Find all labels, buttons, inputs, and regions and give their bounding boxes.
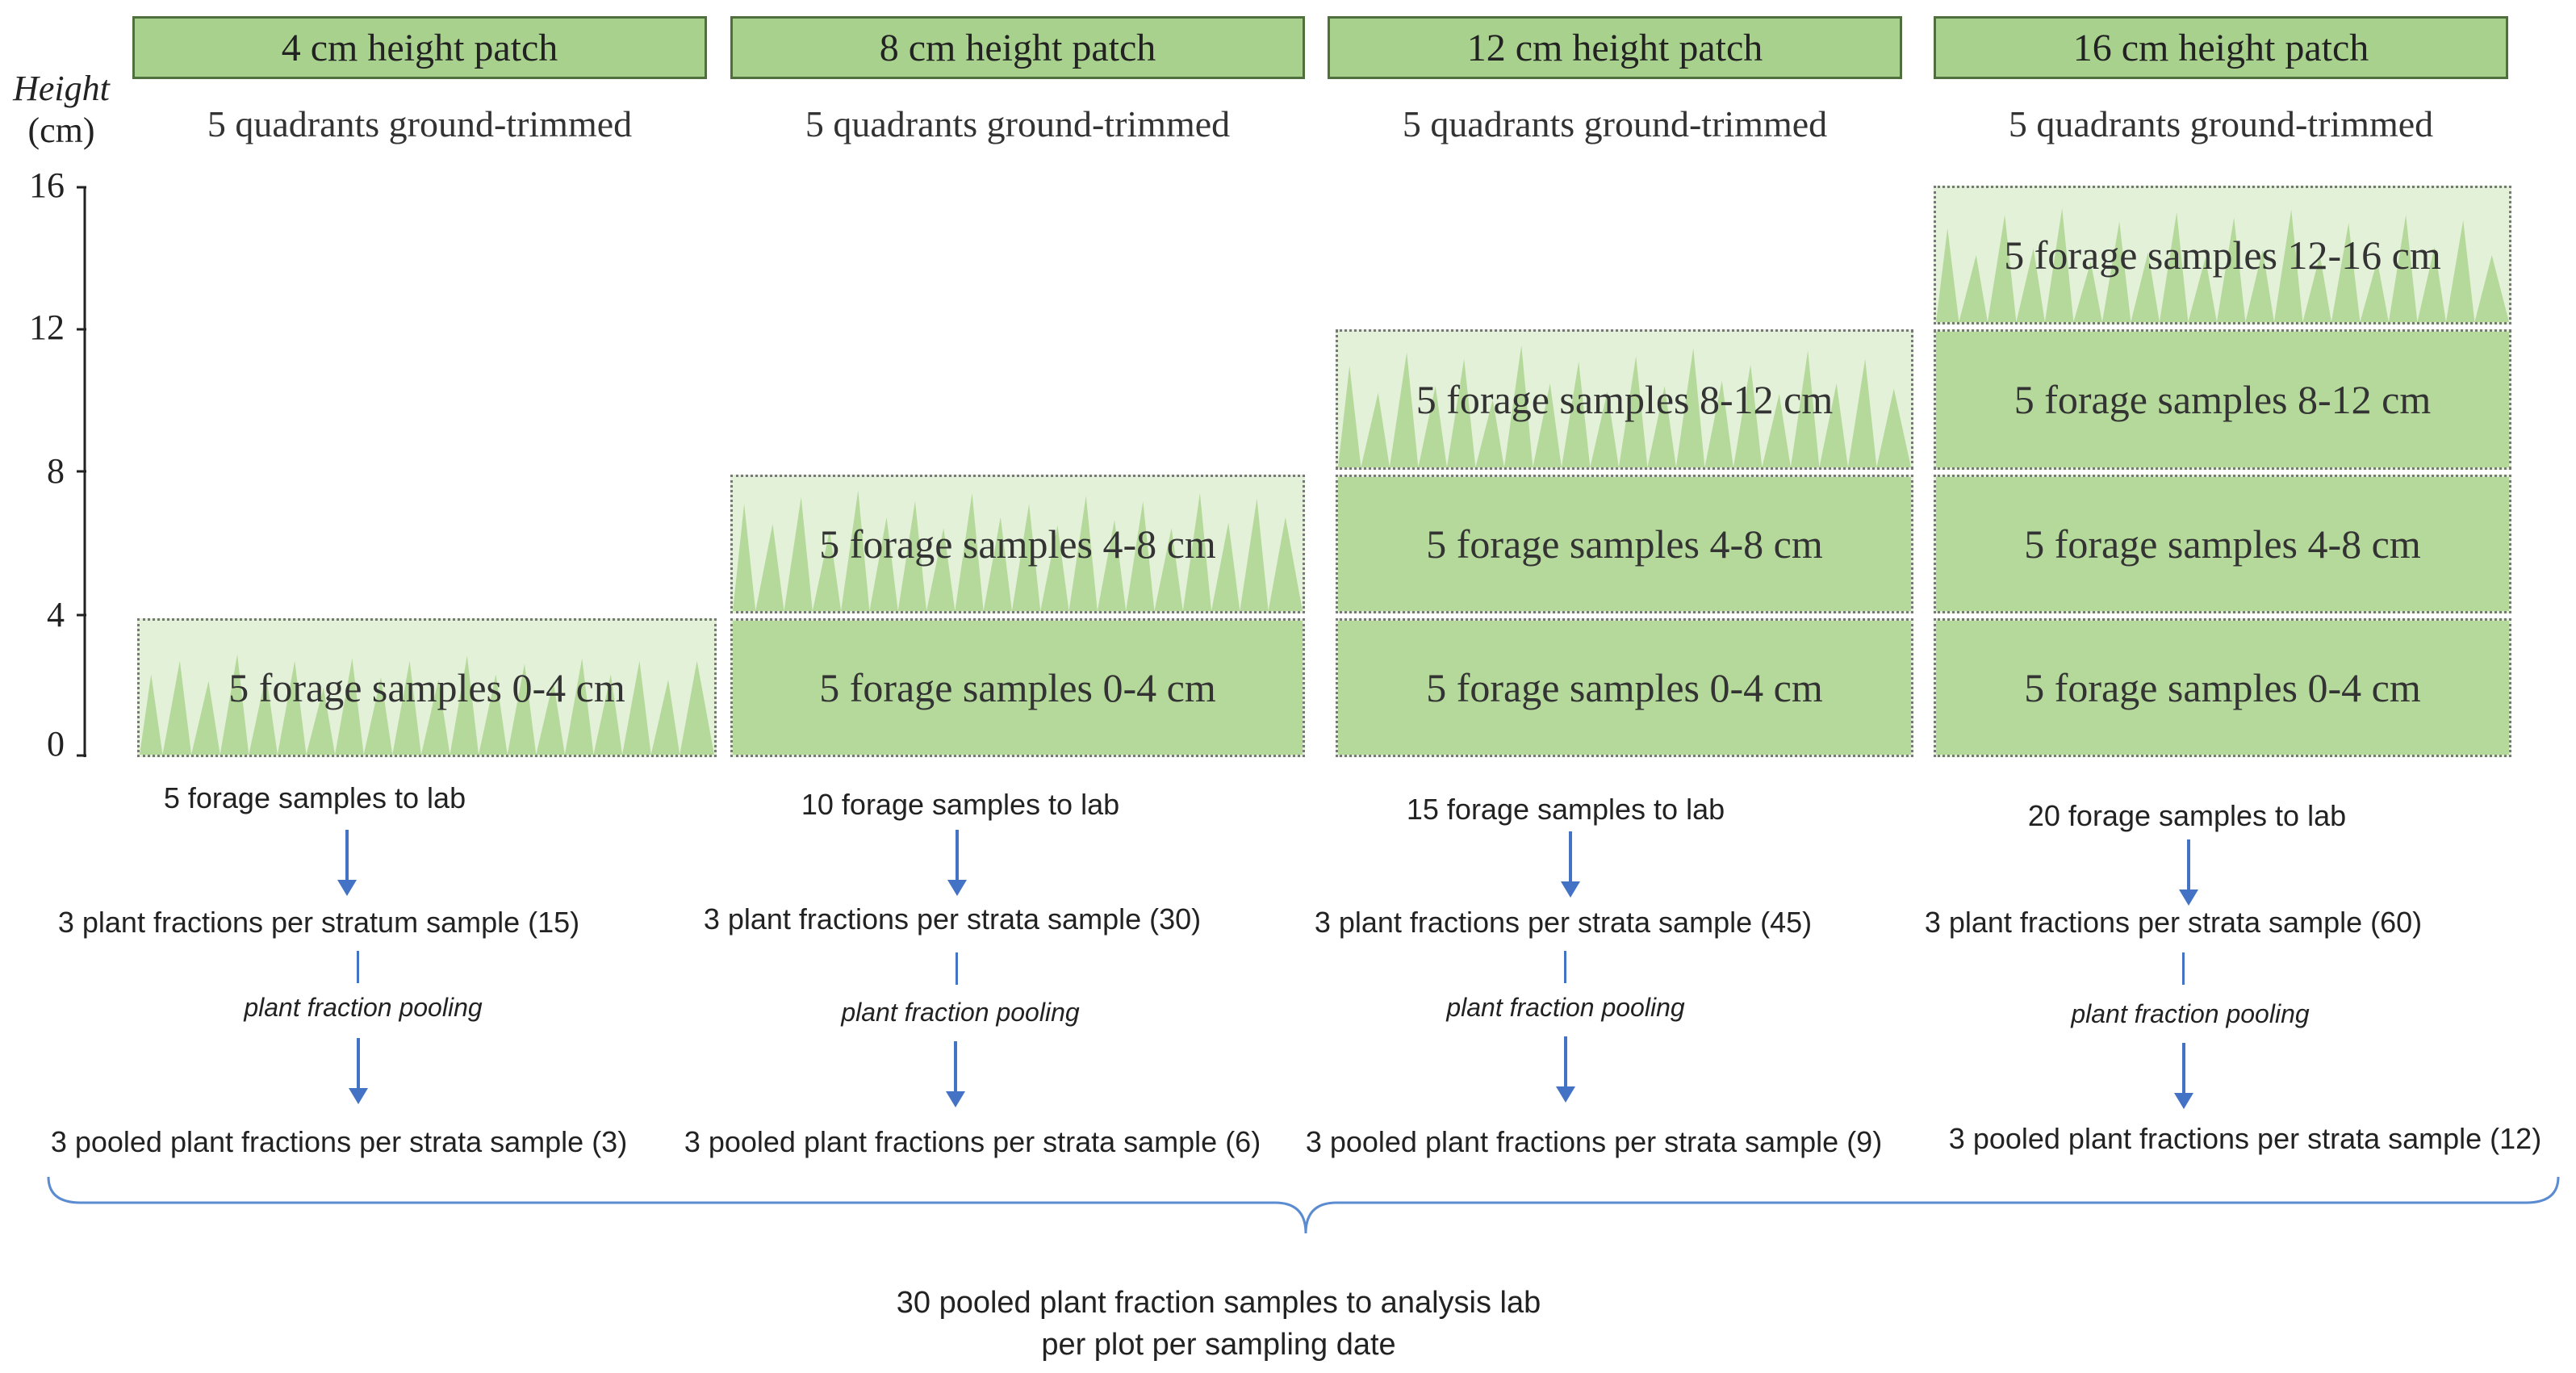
summary-line-1: 30 pooled plant fraction samples to anal… bbox=[896, 1286, 1541, 1320]
pooling-label-8cm: plant fraction pooling bbox=[841, 998, 1080, 1027]
tick-label-16: 16 bbox=[29, 165, 65, 205]
summary-brace bbox=[47, 1176, 2560, 1234]
axis-title: Height (cm) bbox=[5, 68, 118, 152]
stratum-box-12cm-4-8: 5 forage samples 4-8 cm bbox=[1336, 475, 1913, 613]
stratum-box-4cm-0-4: 5 forage samples 0-4 cm bbox=[137, 618, 717, 757]
tick-label-12: 12 bbox=[29, 308, 65, 347]
height-axis bbox=[77, 186, 86, 757]
stratum-box-12cm-8-12: 5 forage samples 8-12 cm bbox=[1336, 329, 1913, 470]
quadrants-label-12cm: 5 quadrants ground-trimmed bbox=[1402, 103, 1828, 144]
header-patch-8cm: 8 cm height patch bbox=[730, 16, 1305, 79]
arrow-down-icon bbox=[946, 1041, 965, 1107]
pooled-16cm: 3 pooled plant fractions per strata samp… bbox=[1948, 1122, 2542, 1155]
stratum-box-16cm-4-8: 5 forage samples 4-8 cm bbox=[1934, 475, 2511, 613]
pooling-label-16cm: plant fraction pooling bbox=[2071, 999, 2310, 1028]
tick-label-4: 4 bbox=[47, 595, 65, 634]
stratum-box-8cm-4-8: 5 forage samples 4-8 cm bbox=[730, 475, 1305, 613]
stratum-box-12cm-0-4: 5 forage samples 0-4 cm bbox=[1336, 618, 1913, 757]
header-patch-16cm: 16 cm height patch bbox=[1934, 16, 2508, 79]
grass-texture bbox=[733, 621, 1303, 755]
header-patch-4cm: 4 cm height patch bbox=[132, 16, 707, 79]
stratum-label: 5 forage samples 8-12 cm bbox=[2014, 377, 2432, 422]
to-lab-8cm: 10 forage samples to lab bbox=[801, 788, 1120, 821]
pooling-label-4cm: plant fraction pooling bbox=[244, 993, 483, 1022]
tick-label-8: 8 bbox=[47, 451, 65, 491]
grass-texture bbox=[1338, 477, 1911, 611]
stratum-label: 5 forage samples 4-8 cm bbox=[2024, 521, 2421, 567]
arrow-down-icon bbox=[1561, 831, 1580, 898]
axis-title-height: Height bbox=[13, 69, 110, 108]
fractions-12cm: 3 plant fractions per strata sample (45) bbox=[1314, 906, 1813, 939]
grass-texture bbox=[1936, 621, 2509, 755]
to-lab-16cm: 20 forage samples to lab bbox=[2027, 799, 2347, 832]
tick-label-0: 0 bbox=[47, 724, 65, 764]
to-lab-12cm: 15 forage samples to lab bbox=[1406, 793, 1725, 826]
summary-text: 30 pooled plant fraction samples to anal… bbox=[734, 1282, 1703, 1366]
stratum-label: 5 forage samples 0-4 cm bbox=[819, 665, 1216, 710]
connector-line bbox=[2182, 952, 2185, 985]
grass-texture bbox=[1936, 207, 2509, 322]
header-patch-12cm: 12 cm height patch bbox=[1328, 16, 1902, 79]
stratum-label: 5 forage samples 4-8 cm bbox=[1426, 521, 1823, 567]
stratum-box-8cm-0-4: 5 forage samples 0-4 cm bbox=[730, 618, 1305, 757]
connector-line bbox=[1564, 951, 1566, 983]
connector-line bbox=[956, 952, 958, 985]
stratum-box-16cm-8-12: 5 forage samples 8-12 cm bbox=[1934, 329, 2511, 470]
stratum-label: 5 forage samples 0-4 cm bbox=[2024, 665, 2421, 710]
pooled-4cm: 3 pooled plant fractions per strata samp… bbox=[50, 1125, 628, 1158]
stratum-label: 5 forage samples 4-8 cm bbox=[819, 521, 1216, 567]
quadrants-label-16cm: 5 quadrants ground-trimmed bbox=[2008, 103, 2434, 144]
stratum-label: 5 forage samples 0-4 cm bbox=[228, 665, 625, 710]
arrow-down-icon bbox=[337, 830, 357, 896]
pooled-8cm: 3 pooled plant fractions per strata samp… bbox=[684, 1125, 1261, 1158]
grass-texture bbox=[1936, 332, 2509, 467]
stratum-label: 5 forage samples 0-4 cm bbox=[1426, 665, 1823, 710]
arrow-down-icon bbox=[349, 1038, 368, 1104]
stratum-box-16cm-12-16: 5 forage samples 12-16 cm bbox=[1934, 186, 2511, 324]
fractions-8cm: 3 plant fractions per strata sample (30) bbox=[703, 902, 1202, 936]
to-lab-4cm: 5 forage samples to lab bbox=[163, 781, 466, 814]
arrow-down-icon bbox=[2174, 1043, 2193, 1109]
grass-texture bbox=[1338, 621, 1911, 755]
grass-texture bbox=[140, 654, 714, 755]
grass-texture bbox=[1936, 477, 2509, 611]
fractions-16cm: 3 plant fractions per strata sample (60) bbox=[1924, 906, 2423, 939]
stratum-label: 5 forage samples 8-12 cm bbox=[1416, 377, 1834, 422]
grass-texture bbox=[733, 490, 1303, 611]
fractions-4cm: 3 plant fractions per stratum sample (15… bbox=[57, 906, 580, 939]
arrow-down-icon bbox=[1556, 1036, 1575, 1103]
grass-texture bbox=[1338, 345, 1911, 467]
quadrants-label-8cm: 5 quadrants ground-trimmed bbox=[805, 103, 1231, 144]
arrow-down-icon bbox=[2179, 839, 2198, 906]
stratum-box-16cm-0-4: 5 forage samples 0-4 cm bbox=[1934, 618, 2511, 757]
summary-line-2: per plot per sampling date bbox=[1041, 1328, 1396, 1362]
axis-title-unit: (cm) bbox=[27, 111, 95, 150]
pooled-12cm: 3 pooled plant fractions per strata samp… bbox=[1305, 1125, 1883, 1158]
stratum-label: 5 forage samples 12-16 cm bbox=[2004, 232, 2441, 278]
connector-line bbox=[357, 951, 359, 983]
arrow-down-icon bbox=[947, 830, 967, 896]
pooling-label-12cm: plant fraction pooling bbox=[1446, 993, 1685, 1022]
quadrants-label-4cm: 5 quadrants ground-trimmed bbox=[207, 103, 633, 144]
